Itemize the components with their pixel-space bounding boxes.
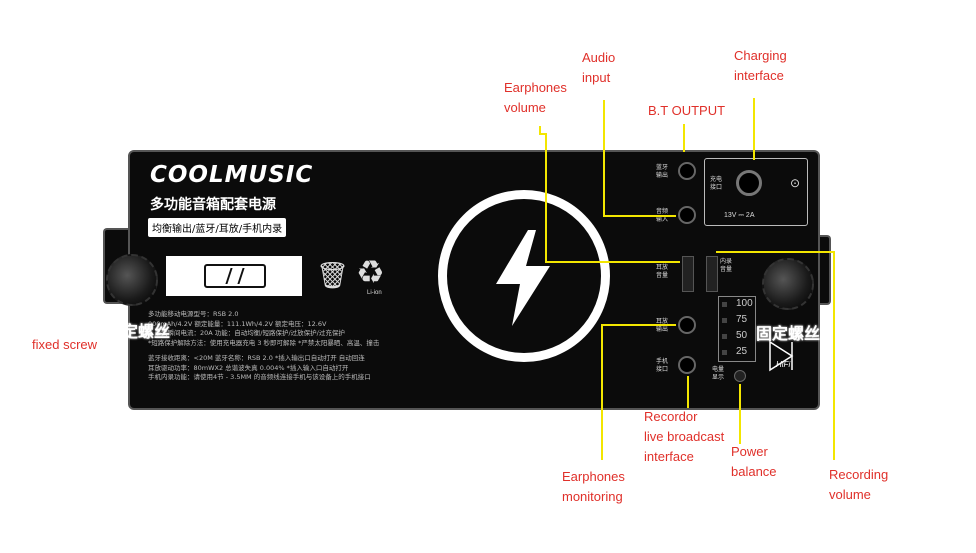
left-screw-label: 固定螺丝 xyxy=(106,322,171,341)
crossed-bin-icon: 🗑 xyxy=(316,260,350,290)
right-screw-label: 固定螺丝 xyxy=(756,324,821,343)
phone-interface-label: 手机 接口 xyxy=(656,358,669,373)
earphones-output-port[interactable] xyxy=(678,316,696,334)
battery-level-display xyxy=(718,296,756,362)
battery-level-value: 100 xyxy=(736,298,753,309)
recycle-icon: ♻ xyxy=(356,254,385,290)
led-indicator xyxy=(722,318,727,323)
power-check-button[interactable] xyxy=(734,370,746,382)
charge-section xyxy=(704,158,808,226)
spec-line: 耳放驱动功率：80mWX2 总谐波失真 0.004% *插入输入口自动打开 xyxy=(148,363,349,372)
led-indicator xyxy=(722,302,727,307)
bt-output-port[interactable] xyxy=(678,162,696,180)
liion-label: Li-ion xyxy=(367,290,382,296)
led-indicator xyxy=(722,334,727,339)
recording-volume-label: 内录 音量 xyxy=(720,258,733,273)
left-fixed-screw[interactable] xyxy=(106,254,158,306)
spec-line: 蓝牙接收距离：<20M 蓝牙名称：RSB 2.0 *插入输出口自动打开 自动回连 xyxy=(148,354,365,362)
earphones-volume-slider[interactable] xyxy=(682,256,694,292)
callout-earphones-monitoring: Earphones monitoring xyxy=(562,469,625,504)
product-features: 均衡输出/蓝牙/耳放/手机内录 xyxy=(148,218,287,237)
battery-level-value: 50 xyxy=(736,330,748,341)
power-ring xyxy=(438,190,610,362)
spec-line: 多功能移动电源型号：RSB 2.0 xyxy=(148,310,239,318)
hifi-badge-icon xyxy=(769,340,794,372)
callout-audio-input: Audio input xyxy=(582,50,616,85)
leader-audio-input xyxy=(603,100,676,217)
charge-label: 充电 接口 xyxy=(710,176,723,191)
callout-recorder-interface: Recordor live broadcast interface xyxy=(644,409,725,464)
spec-line: *短路保护解除方法：使用充电器充电 3 秒即可解除 *严禁太阳暴晒、高温、撞击 xyxy=(148,338,380,347)
lightning-bolt-icon xyxy=(496,230,550,326)
leader-earphones-volume xyxy=(539,126,680,263)
battery-level-value: 25 xyxy=(736,346,748,357)
hifi-label: HiFi xyxy=(776,360,791,369)
callout-fixed-screw: fixed screw xyxy=(32,337,98,352)
recording-volume-slider[interactable] xyxy=(706,256,718,292)
right-fixed-screw[interactable] xyxy=(762,258,814,310)
callout-bt-output: B.T OUTPUT xyxy=(648,103,726,118)
spec-line: 000mAh/4.2V 额定能量：111.1Wh/4.2V 额定电压：12.6V xyxy=(148,319,327,328)
bt-output-label: 蓝牙 输出 xyxy=(656,164,669,179)
spec-line: A 最大瞬间电流：20A 功能：自动均衡/短路保护/过放保护/过充保护 xyxy=(148,329,345,337)
product-title: 多功能音箱配套电源 xyxy=(150,197,276,213)
power-display-label: 电量 显示 xyxy=(712,367,725,381)
leader-recording-volume xyxy=(716,251,835,460)
brand-logo: COOLMUSIC xyxy=(150,162,314,188)
spec-text: 多功能移动电源型号：RSB 2.0 000mAh/4.2V 额定能量：111.1… xyxy=(148,310,418,383)
battery-level-value: 75 xyxy=(736,314,748,325)
callout-earphones-volume: Earphones volume xyxy=(504,80,567,115)
dc-polarity-icon: ⊙ xyxy=(790,176,801,190)
charge-rating: 13V ⎓ 2A xyxy=(724,212,755,219)
callout-charging-interface: Charging interface xyxy=(734,48,787,83)
dc-charging-jack[interactable] xyxy=(736,170,762,196)
callout-recording-volume: Recording volume xyxy=(829,467,889,502)
audio-input-label: 音频 输入 xyxy=(656,208,669,223)
spec-line: 手机内录功能：请使用4节 - 3.5MM 的音频线连接手机与该设备上的手机接口 xyxy=(148,373,371,381)
leader-earphones-monitoring xyxy=(601,324,676,460)
earphones-output-label: 耳放 输出 xyxy=(656,318,669,333)
switch-icon xyxy=(204,264,266,288)
audio-input-port[interactable] xyxy=(678,206,696,224)
led-indicator xyxy=(722,350,727,355)
phone-interface-port[interactable] xyxy=(678,356,696,374)
earphones-volume-label: 耳放 音量 xyxy=(656,264,669,279)
callout-power-balance: Power balance xyxy=(731,444,777,479)
